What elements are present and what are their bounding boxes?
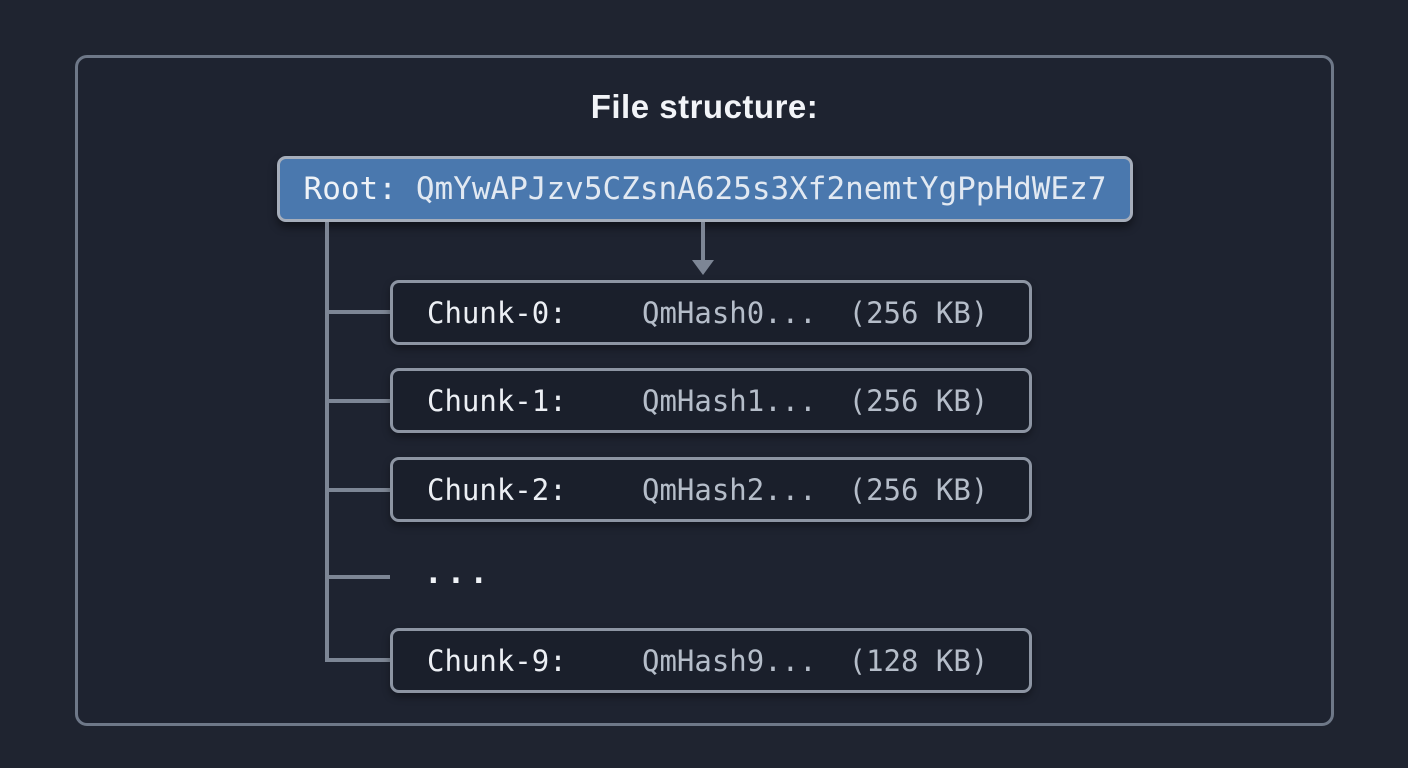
down-arrow-icon: [692, 260, 714, 275]
chunk-size: (256 KB): [848, 295, 989, 330]
chunk-node-1: Chunk-1: QmHash1... (256 KB): [390, 368, 1032, 433]
root-label: Root:: [303, 171, 397, 207]
root-hash: QmYwAPJzv5CZsnA625s3Xf2nemtYgPpHdWEz7: [415, 171, 1107, 207]
chunk-label: Chunk-0:: [427, 295, 567, 330]
root-to-chunks-arrow-stem: [701, 222, 705, 262]
tree-branch-line-chunk-0: [325, 310, 390, 314]
chunk-size: (256 KB): [848, 472, 989, 507]
tree-trunk-line: [325, 222, 329, 662]
chunk-size: (128 KB): [848, 643, 989, 678]
diagram-title: File structure:: [590, 88, 819, 125]
chunk-node-2: Chunk-2: QmHash2... (256 KB): [390, 457, 1032, 522]
chunk-hash: QmHash9...: [642, 643, 817, 678]
tree-branch-line-chunk-2: [325, 488, 390, 492]
chunk-node-9: Chunk-9: QmHash9... (128 KB): [390, 628, 1032, 693]
chunk-label: Chunk-1:: [427, 383, 567, 418]
chunk-hash: QmHash1...: [642, 383, 817, 418]
tree-branch-line-ellipsis: [325, 575, 390, 579]
chunks-ellipsis: ...: [424, 555, 492, 591]
tree-branch-line-chunk-1: [325, 399, 390, 403]
chunk-size: (256 KB): [848, 383, 989, 418]
chunk-hash: QmHash0...: [642, 295, 817, 330]
root-node: Root: QmYwAPJzv5CZsnA625s3Xf2nemtYgPpHdW…: [277, 156, 1133, 222]
chunk-label: Chunk-2:: [427, 472, 567, 507]
tree-branch-line-chunk-9: [325, 658, 390, 662]
chunk-hash: QmHash2...: [642, 472, 817, 507]
chunk-node-0: Chunk-0: QmHash0... (256 KB): [390, 280, 1032, 345]
chunk-label: Chunk-9:: [427, 643, 567, 678]
